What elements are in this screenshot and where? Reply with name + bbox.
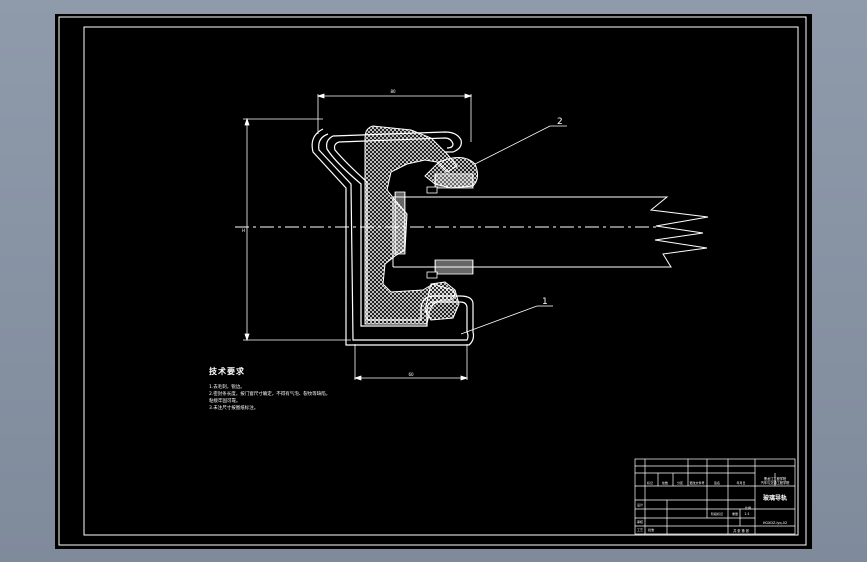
seal-lip-bottom xyxy=(424,281,460,321)
drawing-viewport[interactable]: 80 H 60 2 1 xyxy=(55,14,812,549)
tb-label-zone: 分区 xyxy=(677,480,683,485)
tb-drawing-no: HGXDZ-lyq-02 xyxy=(763,521,787,525)
technical-notes: 技术要求 1.去毛刺，锐边。 2.密封条长度，按门窗尺寸确定，不得有气泡、裂纹等… xyxy=(209,366,330,412)
notes-item: 1.去毛刺，锐边。 xyxy=(209,385,245,390)
flock-strip-top xyxy=(434,173,474,189)
outer-frame xyxy=(58,16,807,546)
notes-item: 2.密封条长度，按门窗尺寸确定，不得有气泡、裂纹等缺陷， xyxy=(209,392,331,397)
inner-frame xyxy=(83,26,799,536)
tb-label-sign: 签名 xyxy=(714,480,720,485)
dimension-bottom xyxy=(353,344,469,381)
tb-label-review: 审核 xyxy=(637,519,643,524)
tb-school: 黑龙江工程学院 xyxy=(764,476,787,481)
notes-item: 3.未注尺寸按图纸标注。 xyxy=(209,406,259,411)
title-block xyxy=(634,458,796,535)
part-label-2: 2 xyxy=(557,117,563,127)
tb-label-scale: 比例 xyxy=(745,505,751,510)
dim-bottom-label: 60 xyxy=(408,372,414,377)
tb-label-mark: 标记 xyxy=(647,480,653,485)
part-label-1: 1 xyxy=(542,297,548,307)
tb-label-date: 年月日 xyxy=(736,480,745,485)
notes-item: 粘接牢固可靠。 xyxy=(209,399,241,404)
tb-label-weight: 重量 xyxy=(732,511,738,516)
dim-left-label: H xyxy=(242,228,245,233)
notes-title: 技术要求 xyxy=(209,367,245,376)
flock-strip-bottom xyxy=(434,259,474,275)
tb-drawing-name: 玻璃导轨 xyxy=(763,494,787,502)
tb-label-approve: 批准 xyxy=(648,527,654,532)
tb-label-craft: 工艺 xyxy=(637,527,643,532)
tb-label-count: 处数 xyxy=(662,480,668,485)
tb-scale: 1:1 xyxy=(744,512,749,516)
tb-label-design: 设计 xyxy=(637,502,643,507)
leader-1 xyxy=(460,305,553,335)
glass-panel xyxy=(392,196,709,268)
tb-label-stage: 阶段标记 xyxy=(711,511,723,516)
tb-sheet: 共 张 第 张 xyxy=(733,528,750,533)
leader-2 xyxy=(474,125,567,165)
tb-label-change: 更改文件号 xyxy=(689,480,704,485)
tb-major: 汽车与交通工程学院 xyxy=(761,480,790,485)
flock-strip-side xyxy=(394,191,406,255)
dimension-left xyxy=(243,117,351,342)
cad-drawing: 80 H 60 2 1 xyxy=(58,16,807,546)
dimension-top xyxy=(316,93,473,142)
dim-top-label: 80 xyxy=(390,89,396,94)
